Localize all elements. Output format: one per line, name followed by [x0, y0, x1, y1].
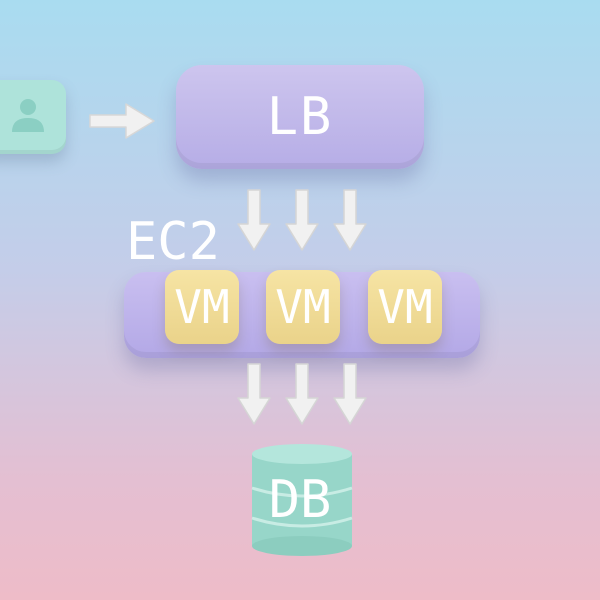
vm-label: VM [275, 280, 331, 334]
user-tile[interactable] [0, 80, 66, 154]
arrow-down-icon [285, 189, 319, 251]
vm-node-3[interactable]: VM [368, 270, 442, 344]
arrow-down-icon [333, 189, 367, 251]
arrow-down-icon [285, 363, 319, 425]
compute-group-label: EC2 [126, 212, 220, 272]
load-balancer-label: LB [266, 87, 334, 147]
database-label: DB [268, 470, 332, 530]
vm-label: VM [174, 280, 230, 334]
arrow-down-icon [237, 363, 271, 425]
vm-label: VM [377, 280, 433, 334]
database-cylinder[interactable] [251, 444, 353, 556]
vm-node-1[interactable]: VM [165, 270, 239, 344]
arrow-down-icon [237, 189, 271, 251]
load-balancer-node[interactable]: LB [176, 65, 424, 169]
user-icon [12, 99, 44, 132]
vm-node-2[interactable]: VM [266, 270, 340, 344]
arrow-right-icon [89, 103, 155, 139]
arrow-down-icon [333, 363, 367, 425]
